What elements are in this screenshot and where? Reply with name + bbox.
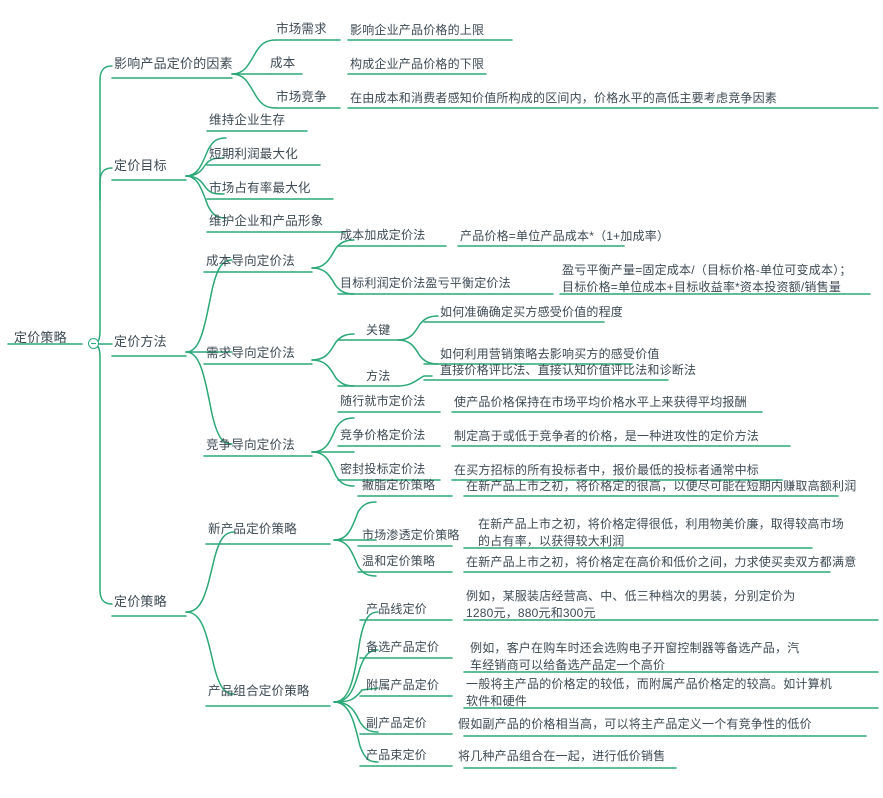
detail-key-2: 如何利用营销策略去影响买方的感受价值 — [440, 347, 660, 361]
node-target-profit[interactable]: 目标利润定价法盈亏平衡定价法 — [340, 276, 511, 290]
detail-moderate: 在新产品上市之初，将价格定在高价和低价之间，力求使买卖双方都满意 — [466, 555, 857, 569]
detail-target-profit: 盈亏平衡产量=固定成本/（目标价格-单位可变成本）； 目标价格=单位成本+目标收… — [562, 263, 852, 294]
node-short-term-profit[interactable]: 短期利润最大化 — [209, 147, 298, 161]
detail-market-demand: 影响企业产品价格的上限 — [350, 23, 485, 37]
root-node[interactable]: 定价策略 — [14, 330, 67, 345]
detail-penetration: 在新产品上市之初，将价格定得很低，利用物美价廉，取得较高市场 的占有率，以获得较… — [478, 517, 845, 548]
node-method-1[interactable]: 方法 — [366, 369, 391, 383]
node-brand-image[interactable]: 维护企业和产品形象 — [209, 214, 324, 228]
node-optional-product[interactable]: 备选产品定价 — [366, 640, 440, 654]
branch-strategy[interactable]: 定价策略 — [114, 594, 167, 609]
detail-going-rate: 使产品价格保持在市场平均价格水平上来获得平均报酬 — [454, 395, 747, 409]
detail-cost: 构成企业产品价格的下限 — [350, 57, 485, 71]
node-cost[interactable]: 成本 — [270, 56, 296, 70]
node-bundle[interactable]: 产品束定价 — [366, 748, 428, 762]
node-market-demand[interactable]: 市场需求 — [276, 22, 327, 36]
detail-bundle: 将几种产品组合在一起，进行低价销售 — [458, 749, 666, 763]
detail-competitive-price: 制定高于或低于竞争者的价格，是一种进攻性的定价方法 — [454, 429, 760, 443]
detail-skimming: 在新产品上市之初，将价格定的很高，以便尽可能在短期内赚取高额利润 — [466, 479, 857, 493]
node-demand-oriented[interactable]: 需求导向定价法 — [206, 346, 295, 360]
detail-key-1: 如何准确确定买方感受价值的程度 — [440, 305, 624, 319]
node-going-rate[interactable]: 随行就市定价法 — [340, 394, 426, 408]
detail-sealed-bid: 在买方招标的所有投标者中，报价最低的投标者通常中标 — [454, 463, 760, 477]
node-product-mix-strategy[interactable]: 产品组合定价策略 — [208, 684, 310, 698]
node-cost-plus[interactable]: 成本加成定价法 — [340, 228, 426, 242]
node-moderate[interactable]: 温和定价策略 — [362, 554, 436, 568]
node-competitive-price[interactable]: 竞争价格定价法 — [340, 428, 426, 442]
branch-methods[interactable]: 定价方法 — [114, 334, 167, 349]
node-market-competition[interactable]: 市场竞争 — [276, 90, 327, 104]
node-competition-oriented[interactable]: 竞争导向定价法 — [206, 438, 295, 452]
detail-method-1: 直接价格评比法、直接认知价值评比法和诊断法 — [440, 363, 697, 377]
node-product-line[interactable]: 产品线定价 — [366, 602, 428, 616]
detail-captive-product: 一般将主产品的价格定的较低，而附属产品价格定的较高。如计算机 软件和硬件 — [466, 677, 833, 708]
node-captive-product[interactable]: 附属产品定价 — [366, 678, 440, 692]
node-penetration[interactable]: 市场渗透定价策略 — [362, 528, 460, 542]
node-skimming[interactable]: 撇脂定价策略 — [362, 478, 436, 492]
branch-factors[interactable]: 影响产品定价的因素 — [114, 56, 233, 71]
node-sealed-bid[interactable]: 密封投标定价法 — [340, 462, 426, 476]
detail-cost-plus: 产品价格=单位产品成本*（1+加成率） — [460, 229, 670, 243]
node-new-product-strategy[interactable]: 新产品定价策略 — [208, 522, 297, 536]
node-cost-oriented[interactable]: 成本导向定价法 — [206, 254, 295, 268]
branch-goals[interactable]: 定价目标 — [114, 158, 167, 173]
node-market-share[interactable]: 市场占有率最大化 — [209, 181, 311, 195]
node-byproduct[interactable]: 副产品定价 — [366, 716, 428, 730]
node-survive[interactable]: 维持企业生存 — [209, 113, 286, 127]
detail-market-competition: 在由成本和消费者感知价值所构成的区间内，价格水平的高低主要考虑竞争因素 — [350, 91, 778, 105]
detail-optional-product: 例如，客户在购车时还会选购电子开窗控制器等备选产品，汽 车经销商可以给备选产品定… — [470, 641, 800, 672]
minus-circle-icon[interactable] — [88, 338, 99, 349]
node-key-1[interactable]: 关键 — [366, 323, 391, 337]
detail-byproduct: 假如副产品的价格相当高，可以将主产品定义一个有竞争性的低价 — [458, 717, 812, 731]
detail-product-line: 例如，某服装店经营高、中、低三种档次的男装，分别定价为 1280元，880元和3… — [466, 589, 796, 620]
